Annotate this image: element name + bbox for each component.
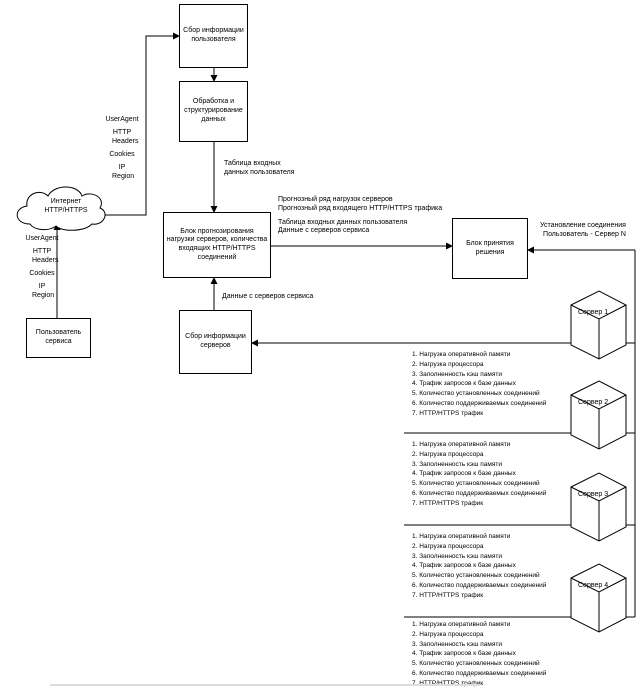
server-1-metrics: 1. Нагрузка оперативной памяти 2. Нагруз… <box>412 350 546 419</box>
server-2-cube <box>570 380 627 450</box>
server-4-cube <box>570 563 627 633</box>
metric-item: 7. HTTP/HTTPS трафик <box>412 409 484 417</box>
metric-item: 4. Трафик запросов к базе данных <box>412 562 516 570</box>
internet-cloud-shape <box>16 186 106 231</box>
metric-item: 6. Количество поддерживаемых соединений <box>412 581 547 589</box>
server-2-metrics: 1. Нагрузка оперативной памяти 2. Нагруз… <box>412 440 546 509</box>
server-3-cube <box>570 472 627 542</box>
process-data-node: Обработка и структурирование данных <box>179 81 248 142</box>
metric-item: 4. Трафик запросов к базе данных <box>412 380 516 388</box>
metric-item: 6. Количество поддерживаемых соединений <box>412 399 547 407</box>
lower-label-cookies: Cookies <box>29 270 55 278</box>
metric-item: 4. Трафик запросов к базе данных <box>412 650 516 658</box>
connection-label-line1: Установление соединения <box>540 222 626 229</box>
forecast-node: Блок прогнозирования нагрузки серверов, … <box>163 212 271 278</box>
metric-item: 7. HTTP/HTTPS трафик <box>412 499 484 507</box>
lower-label-http-headers: HTTP Headers <box>32 248 59 265</box>
connection-label: Установление соединения Пользователь - С… <box>540 222 626 240</box>
upper-label-ip-region: IP Region <box>112 164 135 181</box>
internet-cloud-label: Интернет HTTP/HTTPS <box>44 198 88 214</box>
server-3-metrics: 1. Нагрузка оперативной памяти 2. Нагруз… <box>412 532 546 601</box>
metric-item: 3. Заполненность кэш памяти <box>412 370 502 378</box>
collect-user-info-label: Сбор информации пользователя <box>183 27 244 43</box>
forecast-output-server-load: Прогнозный ряд нагрузок серверов <box>278 196 393 203</box>
metric-item: 2. Нагрузка процессора <box>412 542 484 550</box>
collect-servers-info-node: Сбор информации серверов <box>179 310 252 374</box>
metric-item: 6. Количество поддерживаемых соединений <box>412 669 547 677</box>
metric-item: 3. Заполненность кэш памяти <box>412 460 502 468</box>
server-1-label: Сервер 1 <box>578 309 609 316</box>
metric-item: 1. Нагрузка оперативной памяти <box>412 621 511 628</box>
metric-item: 3. Заполненность кэш памяти <box>412 552 502 560</box>
input-table-label: Таблица входных данных пользователя <box>224 160 295 176</box>
forecast-output-traffic: Прогнозный ряд входящего HTTP/HTTPS траф… <box>278 204 443 212</box>
metric-item: 6. Количество поддерживаемых соединений <box>412 489 547 497</box>
metric-item: 1. Нагрузка оперативной памяти <box>412 441 511 448</box>
metric-item: 7. HTTP/HTTPS трафик <box>412 679 546 689</box>
collect-servers-info-label: Сбор информации серверов <box>185 333 246 349</box>
server-2-label: Сервер 2 <box>578 399 609 406</box>
metric-item: 1. Нагрузка оперативной памяти <box>412 351 511 358</box>
lower-request-labels: UserAgent HTTP Headers Cookies IP Region <box>20 234 64 301</box>
decision-label: Блок принятия решения <box>466 239 514 256</box>
service-user-node: Пользователь сервиса <box>26 318 91 358</box>
metric-item: 5. Количество установленных соединений <box>412 480 540 488</box>
lower-label-ip-region: IP Region <box>32 283 55 300</box>
collect-user-info-node: Сбор информации пользователя <box>179 4 248 68</box>
metric-item: 7. HTTP/HTTPS трафик <box>412 591 484 599</box>
bottom-divider <box>50 684 480 686</box>
server-1-cube <box>570 290 627 360</box>
metric-item: 2. Нагрузка процессора <box>412 450 484 458</box>
edge-internet-collect <box>102 32 180 216</box>
metric-item: 5. Количество установленных соединений <box>412 390 540 398</box>
upper-label-useragent: UserAgent <box>105 116 139 123</box>
metric-item: 5. Количество установленных соединений <box>412 572 540 580</box>
forecast-output-input-table: Таблица входных данных пользователя <box>278 218 408 226</box>
server-data-label: Данные с серверов сервиса <box>222 293 314 300</box>
forecast-output-server-data: Данные с серверов сервиса <box>278 227 370 235</box>
upper-label-http-headers: HTTP Headers <box>112 129 139 146</box>
decision-node: Блок принятия решения <box>452 218 528 279</box>
upper-request-labels: UserAgent HTTP Headers Cookies IP Region <box>100 115 144 182</box>
metric-item: 2. Нагрузка процессора <box>412 630 484 638</box>
forecast-output-labels: Прогнозный ряд нагрузок серверов Прогноз… <box>278 196 442 236</box>
service-user-label: Пользователь сервиса <box>35 329 82 345</box>
server-4-label: Сервер 4 <box>578 582 609 589</box>
metric-item: 2. Нагрузка процессора <box>412 360 484 368</box>
server-3-label: Сервер 3 <box>578 491 609 498</box>
forecast-label: Блок прогнозирования нагрузки серверов, … <box>166 227 268 261</box>
metric-item: 4. Трафик запросов к базе данных <box>412 470 516 478</box>
server-4-metrics: 1. Нагрузка оперативной памяти 2. Нагруз… <box>412 620 546 689</box>
metric-item: 5. Количество установленных соединений <box>412 660 540 668</box>
metric-item: 3. Заполненность кэш памяти <box>412 640 502 648</box>
metric-item: 1. Нагрузка оперативной памяти <box>412 533 511 540</box>
process-data-label: Обработка и структурирование данных <box>184 98 243 123</box>
lower-label-useragent: UserAgent <box>25 235 59 242</box>
connection-label-line2: Пользователь - Сервер N <box>543 230 626 238</box>
upper-label-cookies: Cookies <box>109 151 135 159</box>
